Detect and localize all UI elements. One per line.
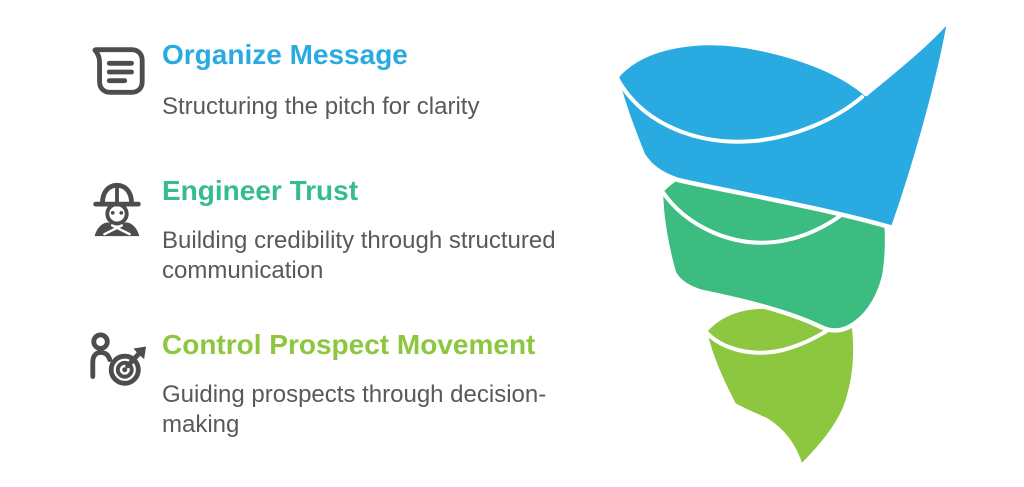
stage-control-prospect-movement: Control Prospect Movement Guiding prospe… bbox=[86, 330, 582, 440]
person-target-icon bbox=[86, 330, 148, 394]
stage-engineer-trust: Engineer Trust Building credibility thro… bbox=[86, 176, 582, 286]
stage-title: Control Prospect Movement bbox=[162, 329, 536, 360]
spiral-funnel-diagram bbox=[614, 15, 953, 470]
stage-description: Building credibility through structured … bbox=[162, 227, 556, 284]
stage-organize-message: Organize Message Structuring the pitch f… bbox=[86, 40, 582, 122]
stage-title: Organize Message bbox=[162, 39, 408, 70]
engineer-icon bbox=[86, 176, 148, 240]
stage-title: Engineer Trust bbox=[162, 175, 359, 206]
stage-description: Structuring the pitch for clarity bbox=[162, 93, 480, 120]
stage-description: Guiding prospects through decision- maki… bbox=[162, 381, 547, 438]
funnel-segment-organize-message bbox=[614, 15, 953, 231]
message-icon bbox=[86, 40, 148, 104]
